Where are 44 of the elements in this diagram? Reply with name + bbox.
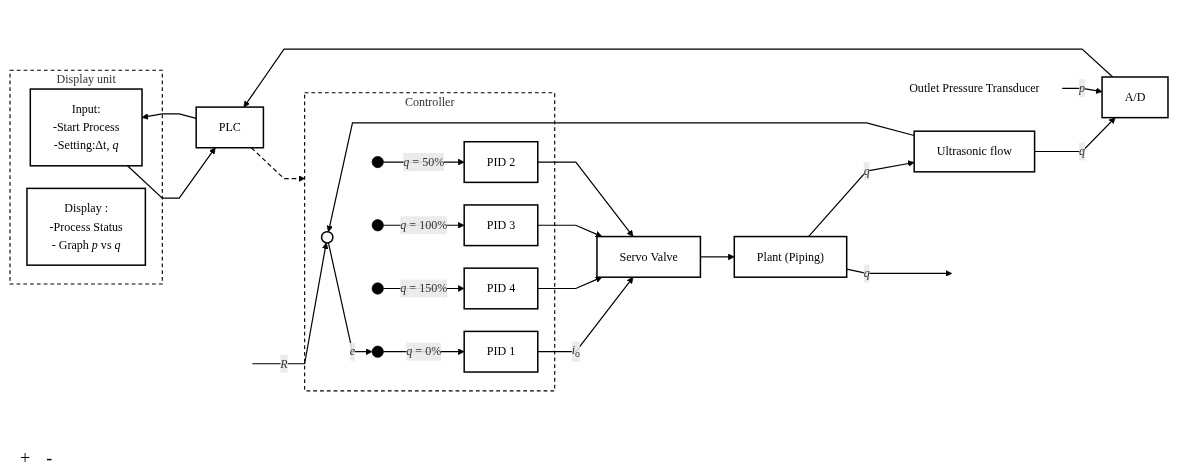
arrow — [1061, 87, 1103, 94]
node-circle — [371, 219, 384, 232]
sign-label: - — [46, 447, 53, 469]
edge-label: i$_{o}$ — [571, 343, 581, 360]
edge-label: q — [863, 164, 870, 178]
edge-label: q — [1079, 144, 1086, 158]
arrow — [1034, 117, 1116, 153]
edge-label: q = 50% — [403, 155, 445, 169]
node-box: PID 2 — [463, 140, 539, 184]
edge-label: q = 0% — [406, 344, 442, 358]
node-text: Outlet Pressure Transducer — [909, 81, 1040, 95]
node-box: Display : -Process Status - Graph p vs q — [26, 187, 147, 266]
arrow — [846, 268, 953, 277]
node-box: PID 1 — [463, 330, 539, 373]
node-circle — [371, 156, 384, 169]
arrow — [537, 161, 634, 237]
arrow — [537, 276, 603, 290]
node-box: Servo Valve — [596, 235, 702, 278]
arrow — [537, 276, 634, 353]
edge-label: q = 150% — [400, 281, 448, 295]
node-box: A/D — [1101, 76, 1169, 119]
node-circle — [320, 230, 334, 244]
arrow — [326, 122, 915, 233]
node-box: PLC — [195, 106, 265, 149]
edge-label: q — [863, 266, 870, 280]
arrow — [537, 224, 603, 238]
node-box: Ultrasonic flow — [913, 130, 1036, 173]
arrow — [807, 160, 915, 238]
arrow — [243, 48, 1114, 108]
node-box: PID 4 — [463, 267, 539, 310]
edge-label: e — [349, 344, 356, 358]
node-box: Input: -Start Process -Setting:Δt, q — [29, 88, 143, 167]
edge-label: R — [280, 356, 288, 370]
arrow — [250, 147, 305, 182]
node-box: Plant (Piping) — [733, 235, 848, 278]
arrow — [251, 242, 329, 365]
sign-label: + — [20, 447, 31, 469]
edge-label: q = 100% — [400, 218, 448, 232]
edge-label: p — [1079, 81, 1086, 95]
arrow — [327, 242, 373, 355]
node-box: PID 3 — [463, 204, 539, 247]
node-circle — [371, 282, 384, 295]
node-circle — [371, 345, 384, 358]
arrow — [126, 147, 216, 199]
